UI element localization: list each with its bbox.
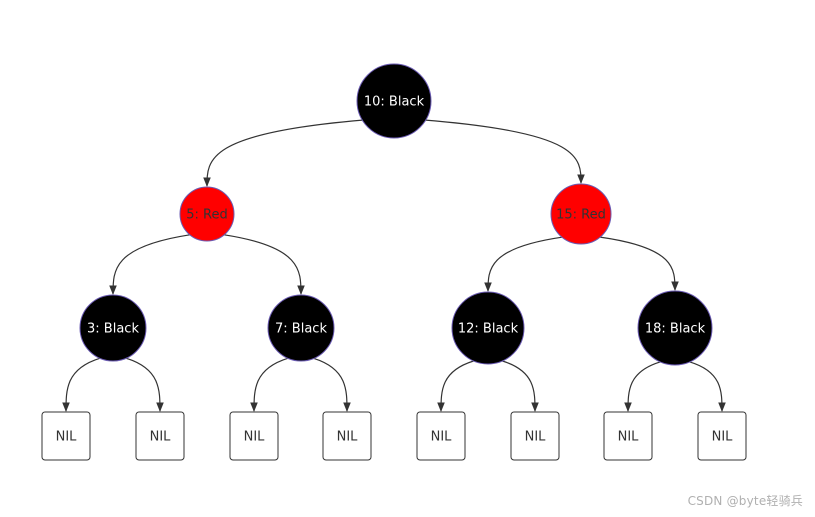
node-label: 15: Red (556, 208, 606, 223)
black-node-circle (356, 63, 432, 139)
tree-node-n5: 5: Red (179, 186, 235, 242)
black-node-circle (451, 291, 525, 365)
node-label: 5: Red (186, 208, 227, 223)
edge-n18-nil8 (689, 361, 726, 412)
nil-box (510, 411, 560, 461)
node-label: NIL (618, 430, 640, 445)
node-label: NIL (525, 430, 547, 445)
node-label: NIL (244, 430, 266, 445)
nil-leaf-node: NIL (603, 411, 653, 461)
nil-leaf-node: NIL (416, 411, 466, 461)
node-label: NIL (150, 430, 172, 445)
red-node-circle (179, 186, 235, 242)
nil-box (416, 411, 466, 461)
nil-leaf-node: NIL (229, 411, 279, 461)
tree-node-n18: 18: Black (637, 290, 713, 366)
nil-box (135, 411, 185, 461)
node-label: NIL (337, 430, 359, 445)
nil-box (603, 411, 653, 461)
nil-box (41, 411, 91, 461)
black-node-circle (79, 294, 147, 362)
nil-box (229, 411, 279, 461)
node-label: 10: Black (364, 95, 425, 110)
edge-n15-n18 (600, 236, 679, 291)
edge-n3-nil1 (62, 357, 100, 412)
tree-node-n12: 12: Black (451, 291, 525, 365)
black-node-circle (637, 290, 713, 366)
tree-node-n15: 15: Red (550, 183, 612, 245)
edge-n7-nil4 (313, 357, 351, 412)
tree-node-n7: 7: Black (267, 294, 335, 362)
edge-n18-nil7 (624, 361, 661, 412)
edge-n7-nil3 (250, 357, 288, 412)
node-label: 3: Black (87, 322, 139, 337)
red-node-circle (550, 183, 612, 245)
edge-n12-nil5 (437, 360, 474, 412)
nil-leaf-node: NIL (135, 411, 185, 461)
nil-leaf-node: NIL (510, 411, 560, 461)
tree-node-n10: 10: Black (356, 63, 432, 139)
nodes-layer: 10: Black 5: Red 15: Red 3: Black 7: Black 12… (41, 63, 747, 461)
nil-box (322, 411, 372, 461)
edge-n10-n5 (203, 119, 363, 187)
node-label: NIL (431, 430, 453, 445)
edge-n3-nil2 (126, 357, 164, 412)
watermark: CSDN @byte轻骑兵 (687, 494, 803, 508)
edge-n15-n12 (484, 236, 563, 292)
node-label: 18: Black (645, 322, 706, 337)
black-node-circle (267, 294, 335, 362)
nil-leaf-node: NIL (697, 411, 747, 461)
tree-node-n3: 3: Black (79, 294, 147, 362)
edges-layer (62, 119, 726, 412)
node-label: NIL (712, 430, 734, 445)
edge-n10-n15 (425, 119, 585, 184)
nil-leaf-node: NIL (41, 411, 91, 461)
node-label: 7: Black (275, 322, 327, 337)
nil-box (697, 411, 747, 461)
nil-leaf-node: NIL (322, 411, 372, 461)
node-label: NIL (56, 430, 78, 445)
edge-n12-nil6 (502, 360, 539, 412)
node-label: 12: Black (458, 322, 519, 337)
edge-n5-n7 (224, 234, 305, 295)
edge-n5-n3 (109, 234, 190, 295)
